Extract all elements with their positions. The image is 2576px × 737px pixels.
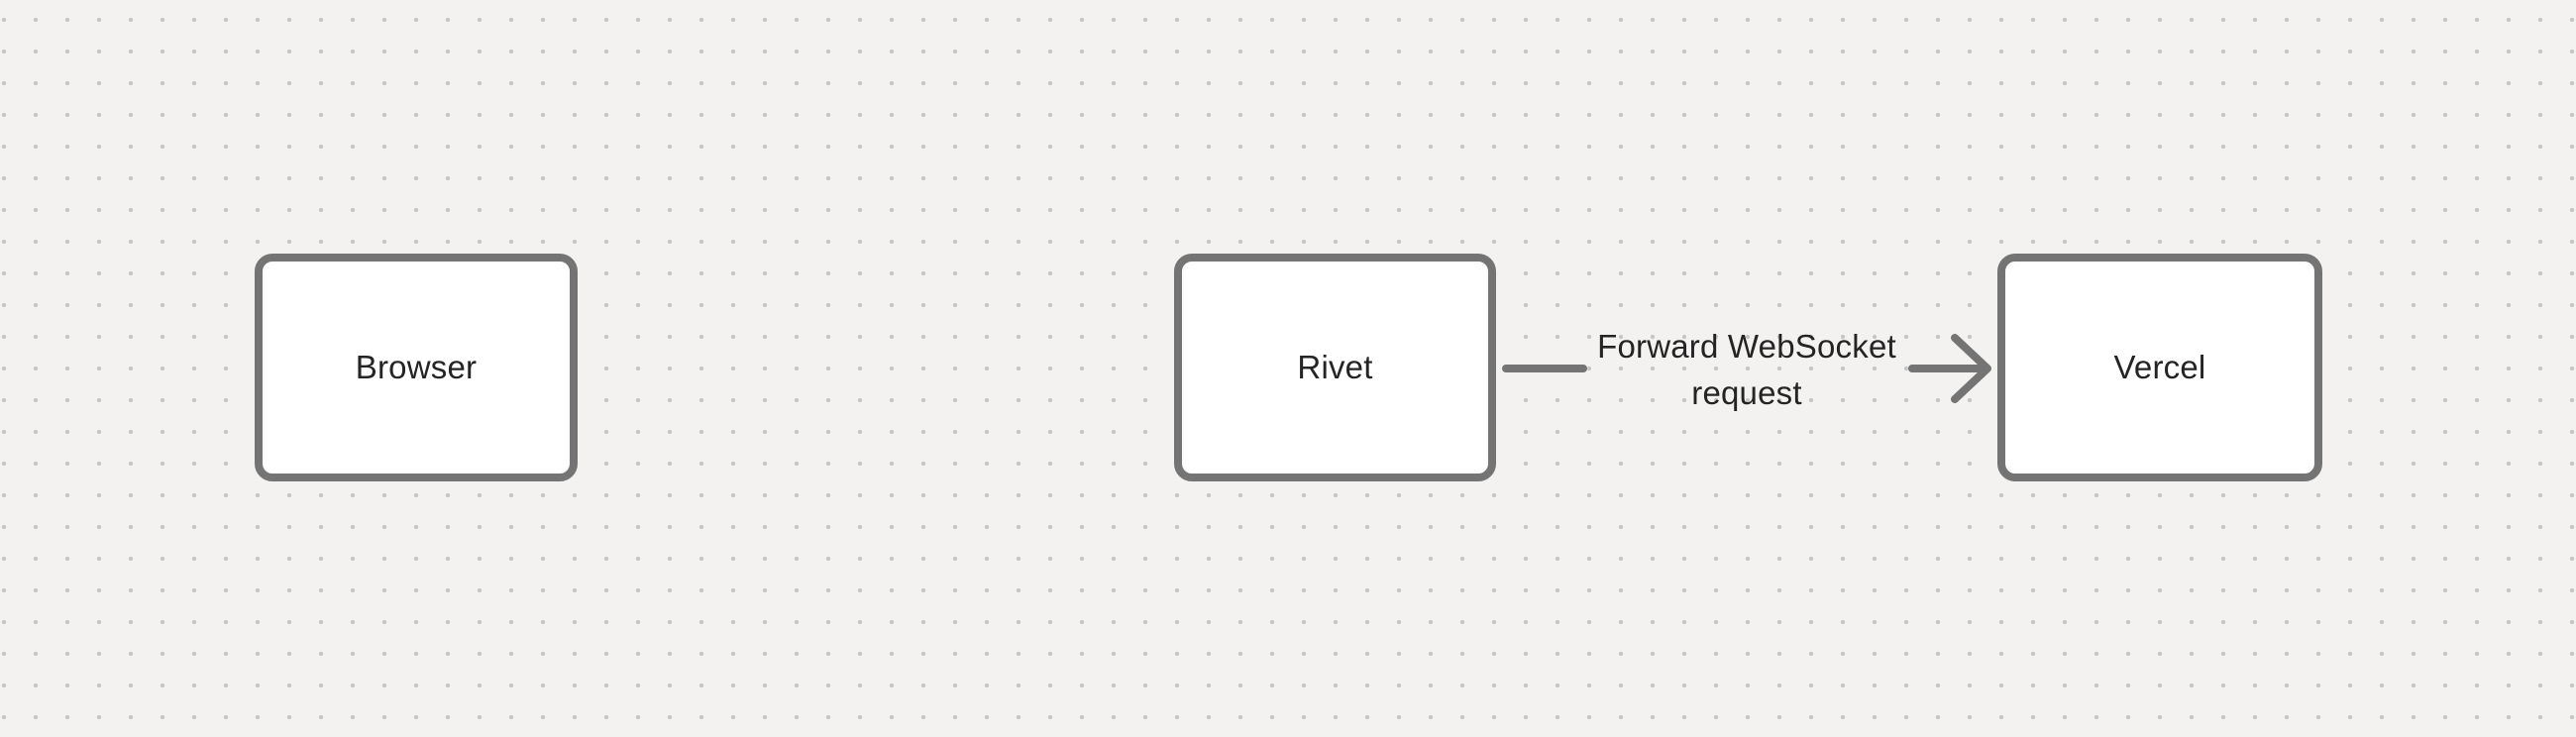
edge-label-line-2: request xyxy=(1691,374,1802,411)
node-vercel[interactable]: Vercel xyxy=(1997,254,2322,481)
node-browser[interactable]: Browser xyxy=(255,254,578,481)
node-browser-label: Browser xyxy=(355,349,478,386)
node-vercel-label: Vercel xyxy=(2113,349,2206,386)
arrowhead-icon[interactable] xyxy=(1951,334,1991,403)
edge-label[interactable]: Forward WebSocket request xyxy=(1578,323,1915,416)
node-rivet-label: Rivet xyxy=(1297,349,1373,386)
edge-label-line-1: Forward WebSocket xyxy=(1597,328,1896,365)
node-rivet[interactable]: Rivet xyxy=(1174,254,1496,481)
